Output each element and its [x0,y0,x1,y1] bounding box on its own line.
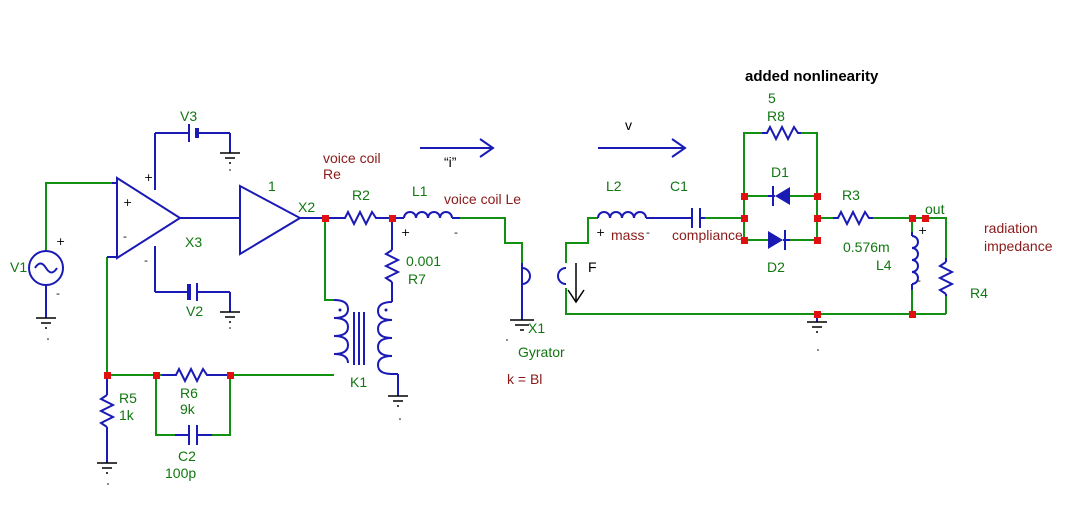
inductor-l4[interactable]: + - [911,224,927,290]
junctions [104,193,929,379]
label-x2-gain: 1 [268,178,276,194]
svg-text:+: + [918,224,927,237]
ground-mech [807,318,827,333]
velocity-arrow [598,138,687,158]
label-l4-value: 0.576m [843,239,890,255]
label-r8-value: 5 [768,90,776,106]
label-impedance: impedance [984,238,1053,254]
label-r6: R6 [180,385,198,401]
inductor-l2[interactable]: + - [596,211,688,239]
label-r5: R5 [119,390,137,406]
svg-text:+: + [123,196,132,209]
resistor-r8[interactable] [762,124,801,142]
label-d2: D2 [767,259,785,275]
label-radiation: radiation [984,220,1038,236]
label-voice-coil: voice coil [323,150,381,166]
label-k-bl: k = Bl [507,371,542,387]
title-label: added nonlinearity [745,68,879,85]
svg-text:+: + [56,235,65,248]
resistor-r7[interactable] [383,218,401,302]
diode-d1[interactable] [768,186,790,206]
svg-text:+: + [144,171,153,184]
diode-d2[interactable] [768,230,790,250]
resistor-r5[interactable] [97,375,117,474]
label-r4: R4 [970,285,988,301]
label-v: v [625,117,632,133]
label-l4: L4 [876,257,892,273]
capacitor-c1[interactable] [688,208,705,228]
svg-text:-: - [56,287,60,300]
buffer-x2[interactable] [239,184,340,256]
label-re: Re [323,166,341,182]
label-c2-value: 100p [165,465,196,481]
opamp-x3[interactable]: + - + - [107,133,240,292]
capacitor-c2[interactable] [175,425,212,445]
svg-text:-: - [454,226,458,239]
label-voice-coil-le: voice coil Le [444,191,521,207]
label-r8: R8 [767,108,785,124]
label-x3: X3 [185,234,202,250]
labels: added nonlinearity V1 V3 V2 X3 1 X2 voic… [10,68,1053,481]
label-l1: L1 [412,183,428,199]
label-v2: V2 [186,303,203,319]
label-r5-value: 1k [119,407,135,423]
label-current-i: “i” [444,154,457,170]
svg-text:+: + [596,226,605,239]
battery-v3[interactable] [155,124,240,164]
transformer-k1[interactable] [333,299,408,407]
battery-v2[interactable] [155,283,240,323]
label-compliance: compliance [672,227,743,243]
svg-text:-: - [917,274,921,287]
label-c2: C2 [178,448,196,464]
label-f: F [588,259,597,275]
svg-text:-: - [123,230,127,243]
svg-text:-: - [646,226,650,239]
label-v1: V1 [10,259,27,275]
ground-marks [47,169,819,485]
gyrator-x1[interactable] [510,263,585,331]
svg-text:+: + [401,226,410,239]
inductor-l1[interactable]: + - [392,211,460,239]
current-arrow [420,138,495,158]
label-r6-value: 9k [180,401,196,417]
resistor-r4[interactable] [937,258,955,296]
svg-text:-: - [144,254,148,267]
label-x1: X1 [528,320,545,336]
resistor-r2[interactable] [340,209,392,227]
label-r2: R2 [352,187,370,203]
label-r3: R3 [842,187,860,203]
label-l2: L2 [606,178,622,194]
label-x2: X2 [298,199,315,215]
voltage-source-v1[interactable]: + - [28,235,65,329]
label-r7: R7 [408,271,426,287]
label-c1: C1 [670,178,688,194]
label-d1: D1 [771,164,789,180]
label-k1: K1 [350,374,367,390]
resistor-r6[interactable] [162,366,230,384]
label-gyrator: Gyrator [518,344,565,360]
label-out: out [925,201,945,217]
resistor-r3[interactable] [833,209,873,227]
label-r7-value: 0.001 [406,253,441,269]
label-v3: V3 [180,108,197,124]
label-mass: mass [611,227,644,243]
